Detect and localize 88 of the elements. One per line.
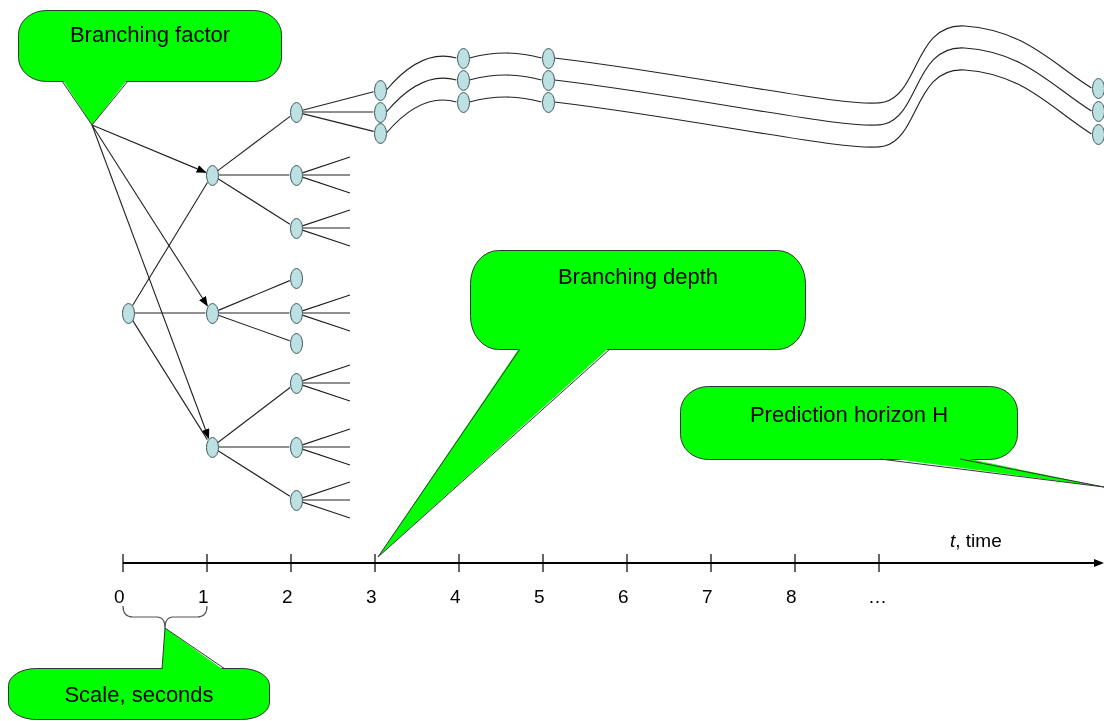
state-node [1091,77,1104,99]
connector-line [217,174,291,176]
state-node [289,372,303,394]
tick-label: 3 [366,586,377,608]
state-node [1091,123,1104,145]
state-node [541,91,555,113]
state-node [289,101,303,123]
connector-line [553,69,1093,148]
connector-line [217,446,291,448]
connector-line [301,176,351,194]
state-node [373,122,387,144]
arrow [91,124,207,173]
state-node [205,302,219,324]
state-node [205,164,219,186]
tick-label: 2 [282,586,293,608]
connector-line [217,178,291,225]
connector-line [217,450,291,497]
connector-line [132,181,208,307]
callout-bubble [8,628,270,720]
connector-line [301,156,351,174]
tick-label: 5 [534,586,545,608]
connector-line [468,74,543,81]
arrow [91,124,210,439]
state-node [205,436,219,458]
tick-label: 4 [450,586,461,608]
callout-text: Scale, seconds [63,682,215,708]
connector-line [553,25,1093,104]
state-node [1091,100,1104,122]
state-node [456,47,470,69]
connector-line [301,229,351,247]
connector-line [301,446,351,448]
tick-label: 7 [702,586,713,608]
connector-line [132,319,208,441]
connector-line [301,382,351,384]
tick-label: 1 [198,586,209,608]
connector-line [301,294,351,312]
callout-bubble [680,386,1104,487]
state-node [289,332,303,354]
connector-line [301,209,351,227]
connector-line [217,312,291,314]
state-node [456,69,470,91]
callout-text: Branching depth [556,264,720,290]
connector-line [301,91,375,111]
connector-line [133,312,207,314]
connector-line [301,448,351,466]
connector-line [217,314,291,342]
tick-label: … [868,586,887,608]
connector-line [301,227,351,229]
tick-label: 6 [618,586,629,608]
connector-line [301,314,351,332]
connector-line [553,47,1093,126]
state-node [289,217,303,239]
state-node [289,489,303,511]
connector-line [301,312,351,314]
arrow [91,124,208,307]
connector-line [385,55,458,91]
connector-line [301,499,351,501]
state-node [541,47,555,69]
connector-line [301,111,375,113]
state-node [289,164,303,186]
connector-line [301,501,351,519]
callout-text: Branching factor [68,22,232,48]
axis-title: t, time [950,530,1002,552]
state-node [456,91,470,113]
connector-line [301,113,375,132]
connector-line [385,77,458,113]
callout-bubble [18,10,282,125]
connector-line [217,280,291,311]
connector-line [301,428,351,446]
state-node [289,302,303,324]
state-node [289,436,303,458]
state-node [289,267,303,289]
connector-line [468,96,543,103]
state-node [373,79,387,101]
connector-line [468,52,543,59]
connector-line [217,386,291,444]
state-node [541,69,555,91]
connector-line [217,115,291,172]
state-node [121,302,135,324]
tick-label: 8 [786,586,797,608]
callout-text: Prediction horizon H [748,402,950,428]
connector-line [301,384,351,402]
state-node [373,101,387,123]
tick-label: 0 [114,586,125,608]
connector-line [385,99,458,134]
connector-line [301,481,351,499]
connector-line [301,174,351,176]
connector-line [301,364,351,382]
